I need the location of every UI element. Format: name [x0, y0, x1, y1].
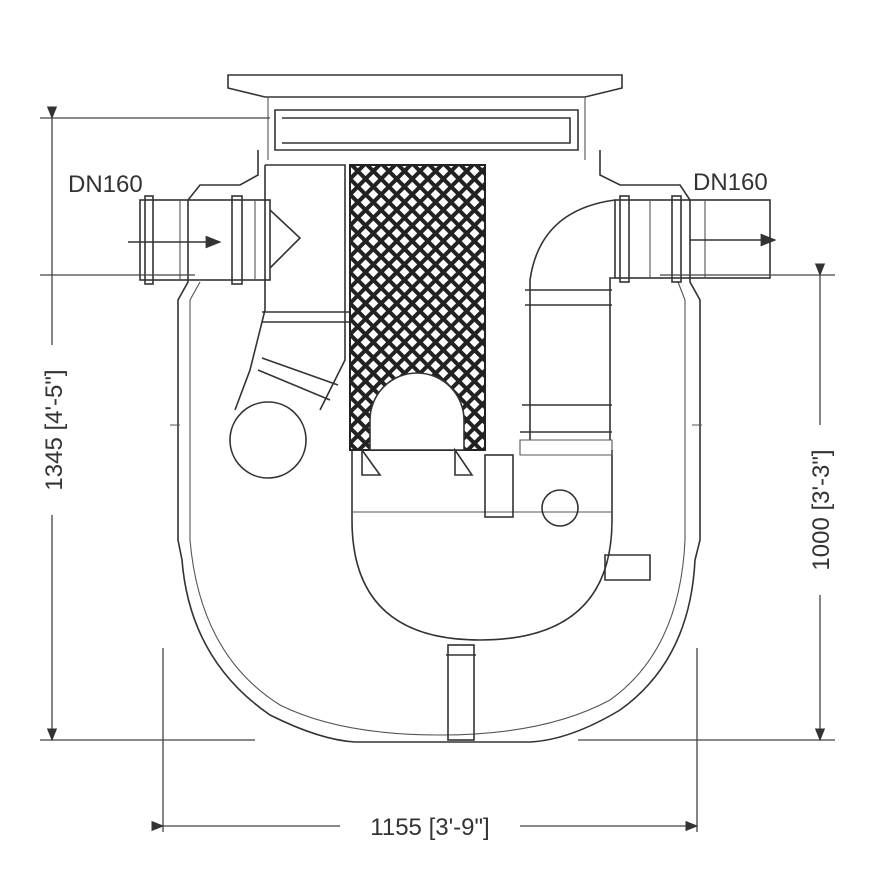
width-total-dimension: 1155 [3'-9"]: [370, 814, 489, 841]
inner-chamber: [351, 450, 651, 741]
outlet-pipe: [519, 195, 777, 456]
inlet-pipe: [128, 195, 302, 285]
manhole-cover: [227, 74, 623, 160]
height-total-dimension: 1345 [4'-5"]: [41, 369, 68, 490]
inlet-label: DN160: [68, 171, 143, 198]
inlet-elbow: [229, 164, 350, 479]
filter-basket: [349, 164, 486, 476]
tank-body: [170, 150, 702, 743]
height-outlet-dimension: 1000 [3'-3"]: [808, 449, 835, 570]
outlet-label: DN160: [693, 169, 768, 196]
